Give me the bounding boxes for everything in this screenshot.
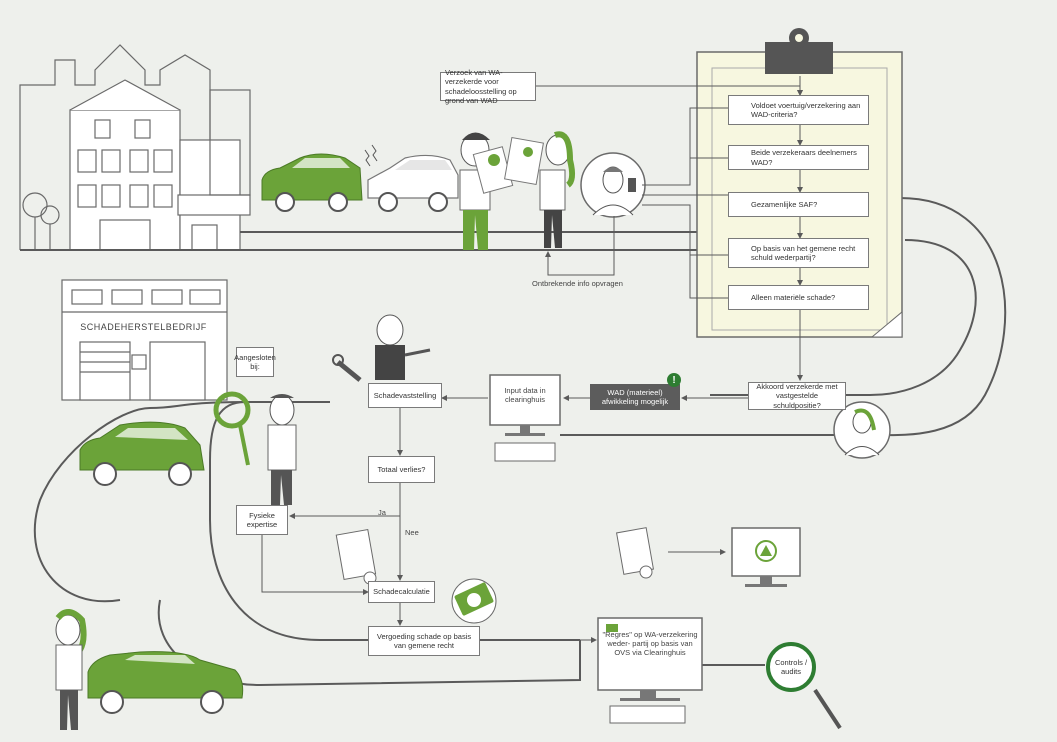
total-loss-box: Totaal verlies? [368, 456, 435, 483]
check-item-3: Gezamenlijke SAF? [728, 192, 869, 217]
checklist-connectors [536, 76, 803, 381]
check-item-5: Alleen materiële schade? [728, 285, 869, 310]
missing-info-label: Ontbrekende info opvragen [532, 279, 623, 288]
input-data-label: Input data in clearinghuis [504, 386, 546, 404]
advisor-portrait [580, 152, 646, 218]
no-label: Nee [405, 528, 419, 537]
recourse-label: "Regres" op WA-verzekering weder- partij… [602, 630, 698, 657]
request-box: Verzoek van WA-verzekerde voor schadeloo… [440, 68, 536, 105]
green-car [261, 153, 363, 212]
two-drivers [459, 131, 576, 250]
wad-box: WAD (materieel) afwikkeling mogelijk [590, 384, 680, 410]
invoice-documents [335, 527, 654, 585]
white-car [364, 144, 459, 212]
mechanic [332, 314, 431, 382]
magnifier-handle [813, 688, 842, 730]
audit-computer [731, 527, 801, 587]
assessor [213, 362, 297, 505]
customer-with-car [55, 609, 244, 730]
repair-shop [61, 279, 228, 401]
recourse-computer [597, 617, 703, 724]
money-icon [451, 578, 497, 624]
alert-icon: ! [667, 373, 681, 387]
check-item-1: Voldoet voertuig/verzekering aan WAD-cri… [728, 95, 869, 125]
damage-calculation-box: Schadecalculatie [368, 581, 435, 603]
physical-expertise-box: Fysieke expertise [236, 505, 288, 535]
clearinghouse-computer [489, 374, 561, 462]
green-car-repair [79, 421, 205, 486]
street-houses [19, 44, 251, 251]
repair-shop-sign: SCHADEHERSTELBEDRIJF [80, 322, 207, 332]
flow-connectors [261, 395, 748, 643]
approving-customer [833, 401, 891, 459]
euro-icon: € [469, 593, 475, 603]
connected-box: Aangesloten bij: [234, 347, 276, 377]
agreement-box: Akkoord verzekerde met vastgestelde schu… [748, 382, 846, 410]
yes-label: Ja [378, 508, 386, 517]
compensation-box: Vergoeding schade op basis van gemene re… [368, 626, 480, 656]
damage-assessment-box: Schadevaststelling [368, 383, 442, 408]
controls-audits-badge: Controls / audits [766, 642, 816, 692]
check-item-4: Op basis van het gemene recht schuld wed… [728, 238, 869, 268]
check-item-2: Beide verzekeraars deelnemers WAD? [728, 145, 869, 170]
